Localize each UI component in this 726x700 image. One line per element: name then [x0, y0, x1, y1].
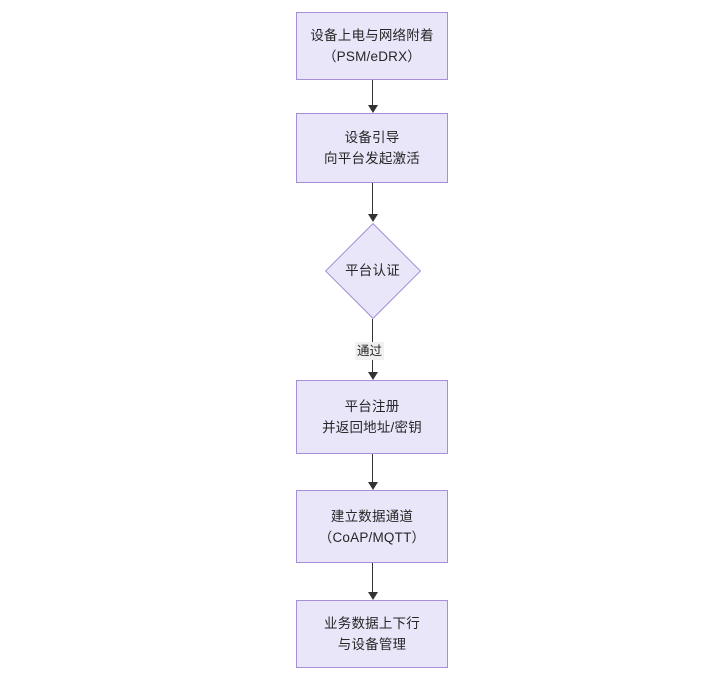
arrowhead-icon: [367, 592, 378, 600]
arrowhead-icon: [367, 482, 378, 490]
node-data-channel[interactable]: 建立数据通道 （CoAP/MQTT）: [296, 490, 448, 563]
arrowhead-icon: [367, 372, 378, 380]
arrowhead-icon: [367, 214, 378, 222]
node-business-data-line1: 业务数据上下行: [324, 616, 420, 631]
node-business-data-line2: 与设备管理: [337, 637, 407, 652]
node-platform-auth[interactable]: 平台认证: [324, 222, 421, 319]
node-business-data[interactable]: 业务数据上下行 与设备管理: [296, 600, 448, 668]
node-power-on-line1: 设备上电与网络附着: [310, 28, 434, 43]
node-power-on-line2: （PSM/eDRX）: [322, 49, 422, 64]
arrowhead-icon: [367, 105, 378, 113]
edge-line: [372, 183, 373, 214]
edge-line: [372, 454, 373, 482]
edge-label-pass: 通过: [355, 342, 385, 360]
node-bootstrap-line2: 向平台发起激活: [324, 151, 420, 166]
node-platform-register-line2: 并返回地址/密钥: [322, 420, 422, 435]
node-data-channel-line1: 建立数据通道: [330, 508, 414, 524]
node-bootstrap-line1: 设备引导: [344, 130, 400, 145]
node-platform-register[interactable]: 平台注册 并返回地址/密钥: [296, 380, 448, 454]
node-power-on[interactable]: 设备上电与网络附着 （PSM/eDRX）: [296, 12, 448, 80]
edge-line: [372, 563, 373, 592]
node-data-channel-line2: （CoAP/MQTT）: [318, 529, 426, 545]
edge-line: [372, 80, 373, 105]
node-platform-auth-label: 平台认证: [345, 263, 400, 278]
node-bootstrap[interactable]: 设备引导 向平台发起激活: [296, 113, 448, 183]
node-platform-register-line1: 平台注册: [344, 399, 400, 414]
